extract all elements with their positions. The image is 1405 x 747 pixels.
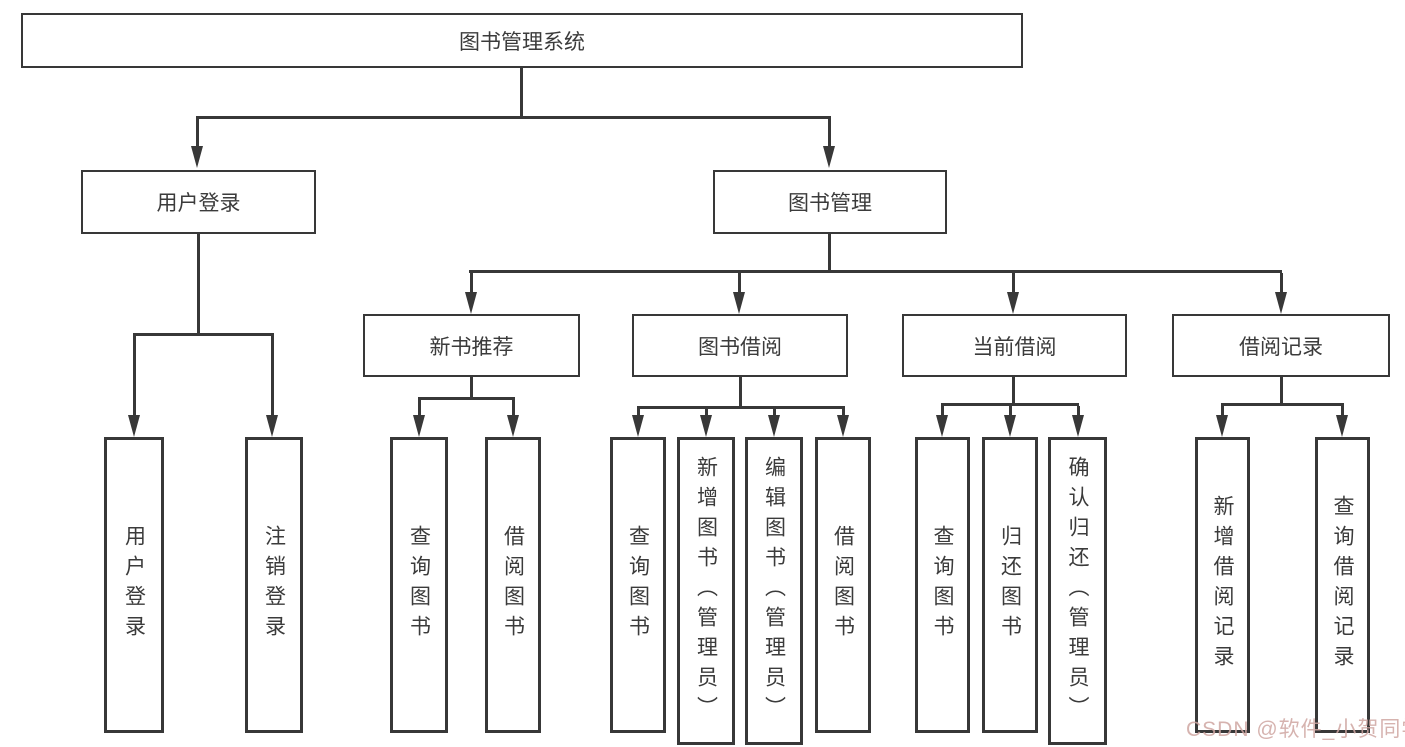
connector-stem	[705, 409, 708, 415]
connector-stem	[470, 273, 473, 292]
connector-stem	[1009, 406, 1012, 415]
arrow-down-icon	[823, 146, 835, 168]
connector-stem	[773, 409, 776, 415]
leaf-label: 查询图书	[407, 525, 431, 645]
connector-current-trunk	[1012, 377, 1015, 406]
csdn-watermark: CSDN @软件_小贺同学	[1186, 718, 1405, 741]
connector-stem	[271, 336, 274, 415]
arrow-down-icon	[733, 292, 745, 314]
connector-current-hline	[941, 403, 1079, 406]
node-borrowing-records: 借阅记录	[1172, 314, 1390, 377]
leaf-borrow-borrow-book: 借阅图书	[815, 437, 871, 733]
node-root: 图书管理系统	[21, 13, 1023, 68]
node-book-borrowing: 图书借阅	[632, 314, 848, 377]
connector-book-mgmt-trunk	[828, 234, 831, 273]
node-label: 当前借阅	[972, 335, 1057, 359]
connector-stem	[828, 119, 831, 148]
leaf-label: 借阅图书	[831, 525, 855, 645]
arrow-down-icon	[465, 292, 477, 314]
connector-root-trunk	[520, 68, 523, 119]
leaf-borrow-add-book-admin: 新增图书（管理员）	[677, 437, 735, 745]
arrow-down-icon	[1275, 292, 1287, 314]
arrow-down-icon	[1072, 415, 1084, 437]
connector-sections-hline	[469, 270, 1282, 273]
arrow-down-icon	[1004, 415, 1016, 437]
leaf-label: 查询图书	[931, 525, 954, 645]
arrow-down-icon	[837, 415, 849, 437]
arrow-down-icon	[1216, 415, 1228, 437]
connector-recommend-hline	[418, 397, 515, 400]
arrow-down-icon	[1336, 415, 1348, 437]
leaf-label: 新增图书（管理员）	[694, 456, 718, 726]
connector-stem	[738, 273, 741, 292]
node-label: 图书管理	[788, 192, 872, 215]
connector-stem	[512, 400, 515, 415]
connector-records-trunk	[1280, 377, 1283, 406]
arrow-down-icon	[266, 415, 278, 437]
connector-borrowing-trunk	[739, 377, 742, 409]
leaf-current-query-book: 查询图书	[915, 437, 970, 733]
arrow-down-icon	[936, 415, 948, 437]
leaf-label: 借阅图书	[501, 525, 525, 645]
node-user-login: 用户登录	[81, 170, 316, 234]
leaf-label: 新增借阅记录	[1211, 495, 1234, 675]
connector-stem	[1280, 273, 1283, 292]
connector-stem	[196, 119, 199, 148]
arrow-down-icon	[768, 415, 780, 437]
node-current-borrowing: 当前借阅	[902, 314, 1127, 377]
connector-stem	[418, 400, 421, 415]
leaf-label: 编辑图书（管理员）	[762, 456, 786, 726]
connector-stem	[842, 409, 845, 415]
connector-stem	[1012, 273, 1015, 292]
connector-level2-hline	[196, 116, 831, 119]
leaf-user-login: 用户登录	[104, 437, 164, 733]
connector-stem	[941, 406, 944, 415]
leaf-label: 确认归还（管理员）	[1066, 456, 1089, 726]
leaf-recommend-borrow-book: 借阅图书	[485, 437, 541, 733]
connector-stem	[637, 409, 640, 415]
leaf-borrow-query-book: 查询图书	[610, 437, 666, 733]
node-label: 用户登录	[156, 192, 241, 215]
leaf-label: 注销登录	[262, 525, 286, 645]
connector-stem	[1077, 406, 1080, 415]
arrow-down-icon	[700, 415, 712, 437]
connector-stem	[1341, 406, 1344, 415]
connector-borrowing-hline	[637, 406, 845, 409]
leaf-label: 查询借阅记录	[1331, 495, 1354, 675]
connector-recommend-trunk	[470, 377, 473, 400]
arrow-down-icon	[632, 415, 644, 437]
node-label: 图书借阅	[698, 335, 782, 359]
leaf-borrow-edit-book-admin: 编辑图书（管理员）	[745, 437, 803, 745]
arrow-down-icon	[413, 415, 425, 437]
arrow-down-icon	[1007, 292, 1019, 314]
leaf-label: 归还图书	[998, 525, 1022, 645]
node-label: 新书推荐	[429, 335, 514, 359]
arrow-down-icon	[507, 415, 519, 437]
leaf-current-confirm-return-admin: 确认归还（管理员）	[1048, 437, 1107, 745]
node-new-book-recommendation: 新书推荐	[363, 314, 580, 377]
leaf-current-return-book: 归还图书	[982, 437, 1038, 733]
arrow-down-icon	[128, 415, 140, 437]
leaf-records-add-record: 新增借阅记录	[1195, 437, 1250, 733]
node-root-label: 图书管理系统	[459, 30, 585, 54]
leaf-logout-login: 注销登录	[245, 437, 303, 733]
connector-stem	[133, 336, 136, 415]
connector-user-login-hline	[133, 333, 274, 336]
leaf-label: 用户登录	[122, 525, 146, 645]
connector-stem	[1221, 406, 1224, 415]
node-book-management: 图书管理	[713, 170, 947, 234]
leaf-label: 查询图书	[626, 525, 650, 645]
connector-records-hline	[1221, 403, 1344, 406]
leaf-records-query-record: 查询借阅记录	[1315, 437, 1370, 733]
leaf-recommend-query-book: 查询图书	[390, 437, 448, 733]
node-label: 借阅记录	[1239, 335, 1323, 359]
connector-user-login-trunk	[197, 234, 200, 336]
arrow-down-icon	[191, 146, 203, 168]
